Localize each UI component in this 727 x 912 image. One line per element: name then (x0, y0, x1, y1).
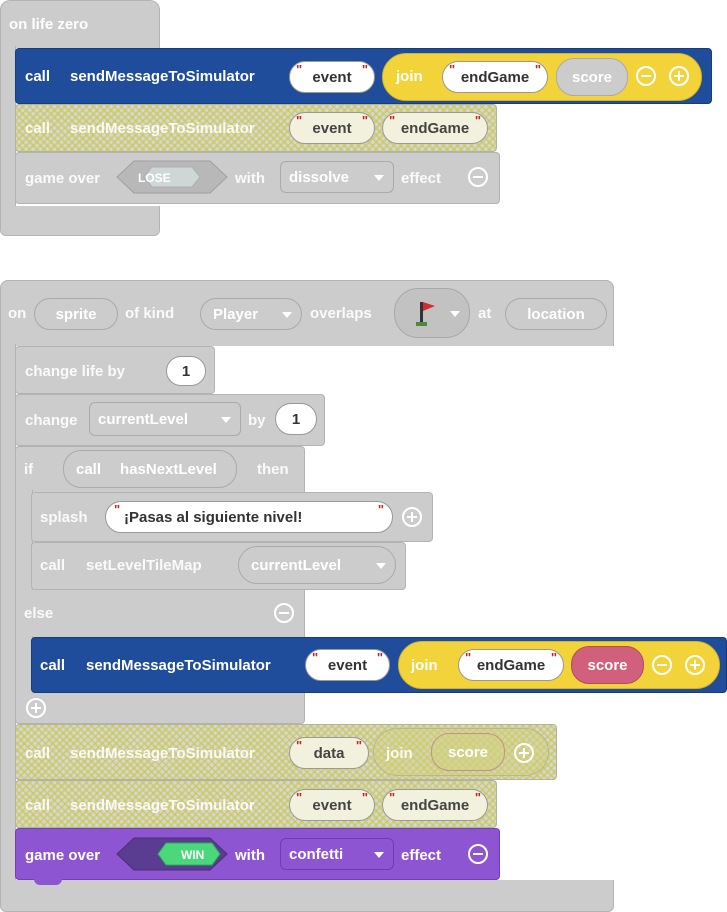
if-label: if (24, 461, 34, 478)
call-keyword: call (25, 68, 51, 85)
call-keyword: call (25, 120, 51, 137)
level-amount-input[interactable]: 1 (275, 403, 317, 435)
plus-circle-icon[interactable] (514, 743, 534, 763)
on-life-zero-footer (0, 206, 160, 236)
sprite-variable[interactable]: sprite (34, 298, 118, 330)
overlaps-footer (0, 880, 614, 912)
game-over-lose-block[interactable] (15, 152, 500, 204)
dropdown-caret-icon (450, 311, 460, 317)
plus-circle-icon[interactable] (26, 698, 46, 718)
change-label: change (25, 412, 78, 429)
endgame-string-arg[interactable]: "endGame" (458, 649, 564, 681)
data-string-arg[interactable]: "data" (289, 737, 369, 769)
game-over-label: game over (25, 847, 101, 864)
on-label: on (8, 305, 27, 322)
on-life-zero-event-block[interactable] (0, 0, 160, 48)
call-keyword: call (25, 797, 51, 814)
win-result-selector[interactable] (116, 837, 228, 871)
minus-circle-icon[interactable] (274, 603, 294, 623)
score-variable-disabled[interactable]: score (556, 58, 628, 96)
has-next-level-call[interactable]: call hasNextLevel (63, 450, 237, 488)
call-keyword: call (40, 557, 66, 574)
on-life-zero-body-rail (0, 46, 16, 208)
event-string-arg[interactable]: "event" (289, 61, 375, 93)
effect-value: dissolve (289, 168, 350, 186)
plus-circle-icon[interactable] (402, 507, 422, 527)
event-string-arg[interactable]: "event" (289, 789, 375, 821)
join-label: join (396, 68, 423, 85)
overlaps-label: overlaps (310, 305, 372, 322)
overlaps-body-rail (0, 344, 16, 884)
game-over-label: game over (25, 170, 101, 187)
minus-circle-icon[interactable] (468, 844, 488, 864)
dropdown-caret-icon (376, 563, 386, 569)
level-variable-value: currentLevel (98, 410, 189, 428)
lose-result-selector[interactable] (116, 160, 228, 194)
location-variable[interactable]: location (505, 298, 607, 330)
effect-value: confetti (289, 845, 344, 863)
endgame-string-arg[interactable]: "endGame" (382, 789, 488, 821)
red-flag-icon (416, 302, 435, 326)
block-notch (34, 879, 62, 885)
then-label: then (257, 461, 289, 478)
function-name: hasNextLevel (120, 460, 217, 478)
call-keyword: call (76, 460, 102, 478)
life-amount-input[interactable]: 1 (166, 356, 206, 386)
game-over-win-block[interactable] (15, 828, 500, 880)
effect-label: effect (401, 847, 442, 864)
function-name: sendMessageToSimulator (70, 120, 255, 137)
change-life-label: change life by (25, 363, 126, 380)
plus-circle-icon[interactable] (669, 66, 689, 86)
dropdown-caret-icon (374, 175, 384, 181)
dropdown-caret-icon (374, 852, 384, 858)
minus-circle-icon[interactable] (468, 167, 488, 187)
if-block-footer (15, 690, 305, 724)
current-level-value: currentLevel (251, 556, 342, 574)
effect-dropdown[interactable]: dissolve (280, 161, 394, 193)
function-name: sendMessageToSimulator (86, 657, 271, 674)
by-label: by (248, 412, 266, 429)
event-string-arg[interactable]: "event" (289, 112, 375, 144)
kind-value: Player (213, 305, 259, 323)
tile-dropdown[interactable] (394, 288, 470, 338)
kind-dropdown[interactable]: Player (200, 298, 302, 330)
join-label: join (386, 745, 413, 762)
effect-label: effect (401, 170, 442, 187)
plus-circle-icon[interactable] (685, 655, 705, 675)
win-label: WIN (181, 848, 205, 862)
minus-circle-icon[interactable] (652, 655, 672, 675)
dropdown-caret-icon (221, 417, 231, 423)
with-label: with (235, 847, 265, 864)
lose-label: LOSE (138, 171, 171, 185)
current-level-dropdown[interactable]: currentLevel (238, 546, 396, 584)
function-name: sendMessageToSimulator (70, 745, 255, 762)
else-row (15, 590, 305, 638)
endgame-string-arg[interactable]: "endGame" (382, 112, 488, 144)
with-label: with (235, 170, 265, 187)
join-label: join (411, 657, 438, 674)
effect-dropdown[interactable]: confetti (280, 838, 394, 870)
score-variable-disabled[interactable]: score (431, 733, 505, 771)
level-variable-dropdown[interactable]: currentLevel (89, 402, 241, 436)
at-label: at (478, 305, 492, 322)
else-label: else (24, 605, 54, 622)
endgame-string-arg[interactable]: "endGame" (442, 61, 548, 93)
splash-text-arg[interactable]: "¡Pasas al siguiente nivel!" (105, 501, 393, 533)
function-name: setLevelTileMap (86, 557, 202, 574)
on-life-zero-label: on life zero (9, 16, 89, 33)
of-kind-label: of kind (125, 305, 175, 322)
function-name: sendMessageToSimulator (70, 797, 255, 814)
minus-circle-icon[interactable] (636, 66, 656, 86)
call-keyword: call (40, 657, 66, 674)
event-string-arg[interactable]: "event" (305, 649, 390, 681)
call-keyword: call (25, 745, 51, 762)
dropdown-caret-icon (282, 312, 292, 318)
splash-label: splash (40, 509, 88, 526)
function-name: sendMessageToSimulator (70, 68, 255, 85)
score-variable[interactable]: score (571, 646, 644, 684)
